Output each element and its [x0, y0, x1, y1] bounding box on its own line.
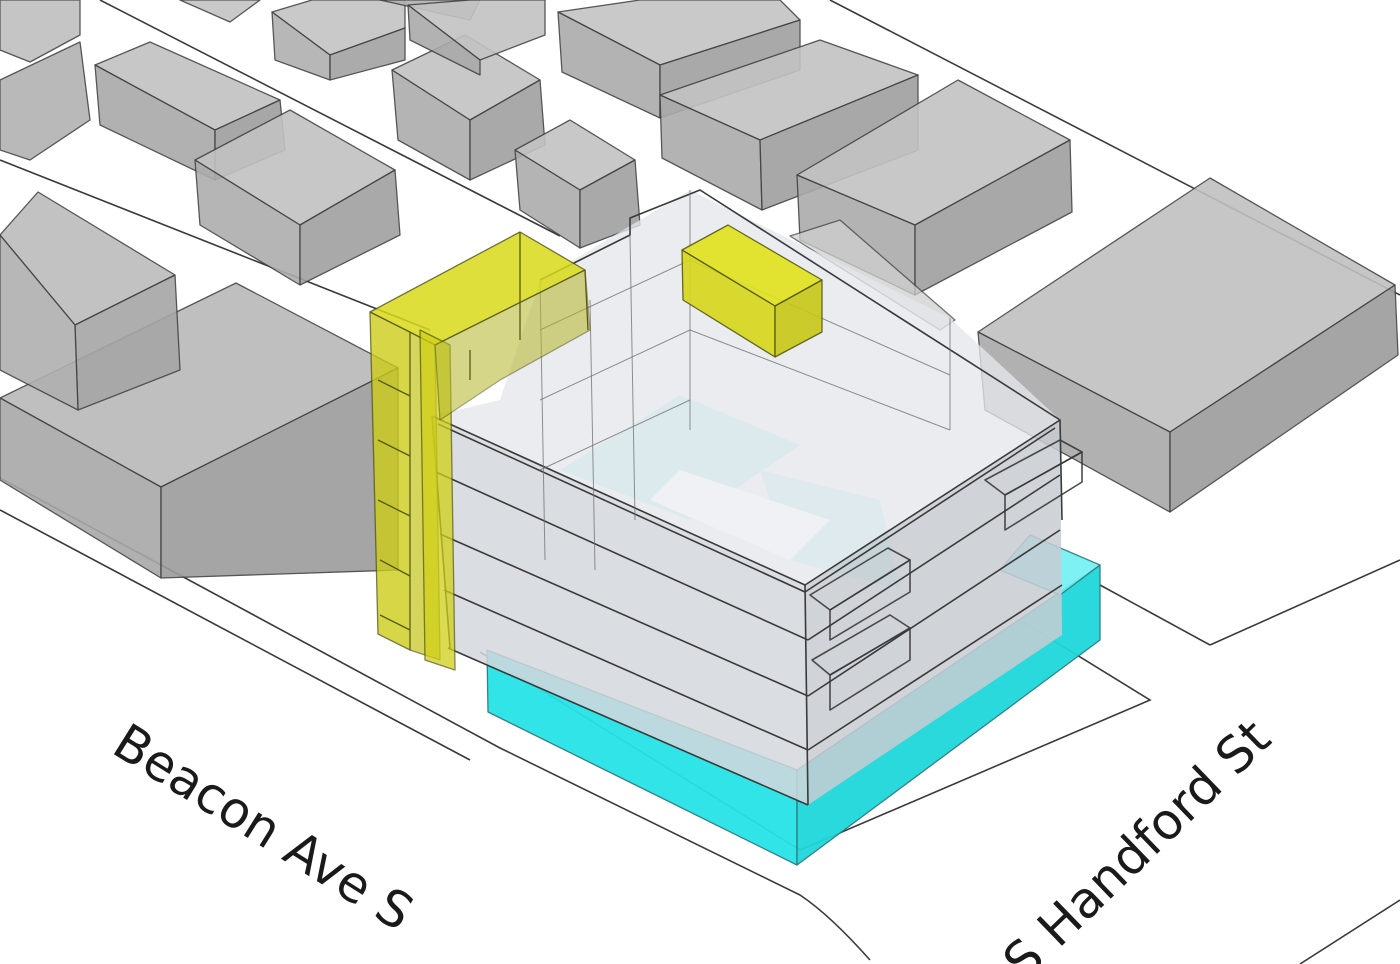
context-building-n-4 [407, 0, 546, 76]
context-building-east [977, 177, 1399, 513]
beacon-sidewalk-line [0, 509, 471, 761]
balcony-right-upper [984, 439, 1083, 531]
main-massing-volume [431, 189, 1083, 806]
handford-corner-line [1099, 584, 1211, 646]
handford-curb-line [1209, 559, 1400, 646]
balcony-right-mid [809, 547, 911, 641]
beacon-curb-line [0, 477, 871, 961]
context-building-nw-1 [0, 0, 91, 161]
context-building-n-3 [391, 34, 546, 181]
alley-line-top [99, 0, 561, 237]
rooftop-box-yellow [681, 224, 823, 358]
context-building-nw-3 [194, 109, 401, 286]
stair-tower-yellow [369, 231, 591, 671]
context-building-west-long [0, 282, 399, 579]
proposed-building [369, 189, 1101, 866]
context-building-n-1 [271, 0, 406, 81]
context-building-west-mid [0, 191, 181, 411]
southeast-curb-line [1299, 899, 1400, 964]
alley-line-upper [0, 159, 431, 331]
context-buildings [0, 0, 1399, 579]
balcony-right-low [811, 614, 911, 711]
context-building-n-5 [514, 119, 641, 249]
